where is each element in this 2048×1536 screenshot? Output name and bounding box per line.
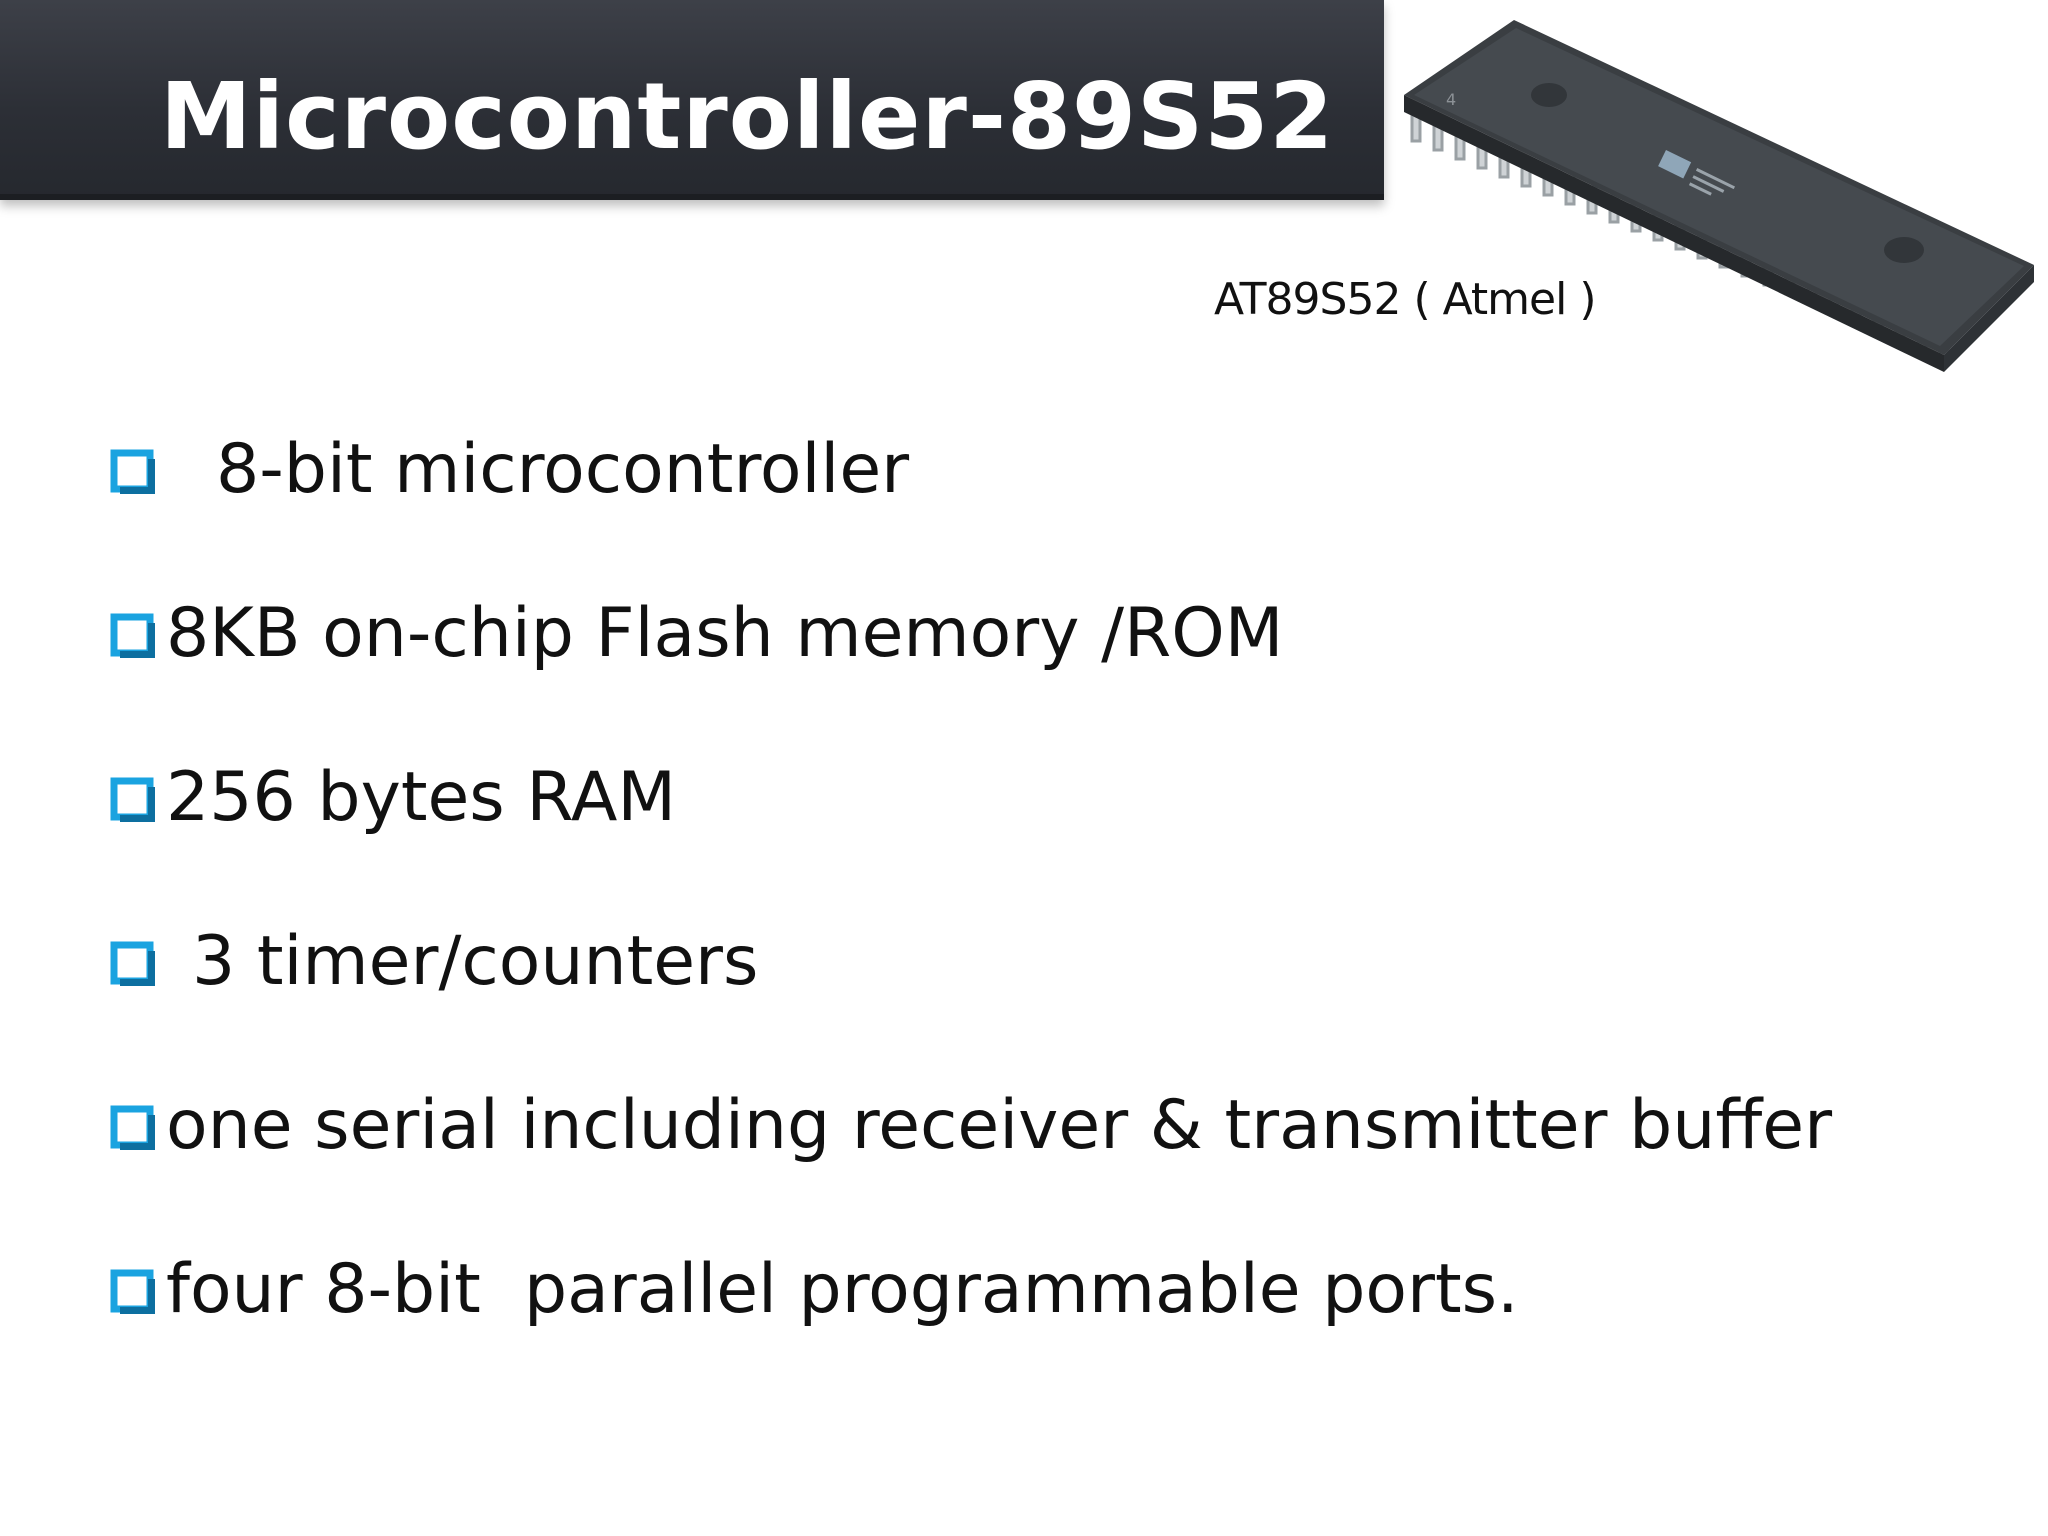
checkbox-square-icon: [110, 599, 166, 669]
bullet-item: 3 timer/counters: [110, 912, 758, 1012]
bullet-text: one serial including receiver & transmit…: [166, 1086, 1833, 1165]
bullet-item: 256 bytes RAM: [110, 748, 676, 848]
bullet-text: four 8-bit parallel programmable ports.: [166, 1250, 1519, 1329]
bullet-item: 8KB on-chip Flash memory /ROM: [110, 584, 1283, 684]
bullet-item: 8-bit microcontroller: [110, 420, 909, 520]
bullet-item: one serial including receiver & transmit…: [110, 1076, 1832, 1176]
title-bar: Microcontroller-89S52: [0, 0, 1384, 200]
checkbox-square-icon: [110, 927, 166, 997]
checkbox-square-icon: [110, 1255, 166, 1325]
svg-text:4: 4: [1446, 90, 1456, 109]
bullet-text: 3 timer/counters: [192, 922, 759, 1001]
chip-caption: AT89S52 ( Atmel ): [1214, 274, 1596, 325]
checkbox-square-icon: [110, 1091, 166, 1161]
bullet-text: 8KB on-chip Flash memory /ROM: [166, 594, 1284, 673]
checkbox-square-icon: [110, 435, 166, 505]
checkbox-square-icon: [110, 763, 166, 833]
bullet-item: four 8-bit parallel programmable ports.: [110, 1240, 1519, 1340]
bullet-text: 256 bytes RAM: [166, 758, 677, 837]
slide-title: Microcontroller-89S52: [160, 63, 1335, 170]
dip-chip-icon: 4: [1404, 20, 2034, 372]
bullet-text: 8-bit microcontroller: [216, 430, 910, 509]
